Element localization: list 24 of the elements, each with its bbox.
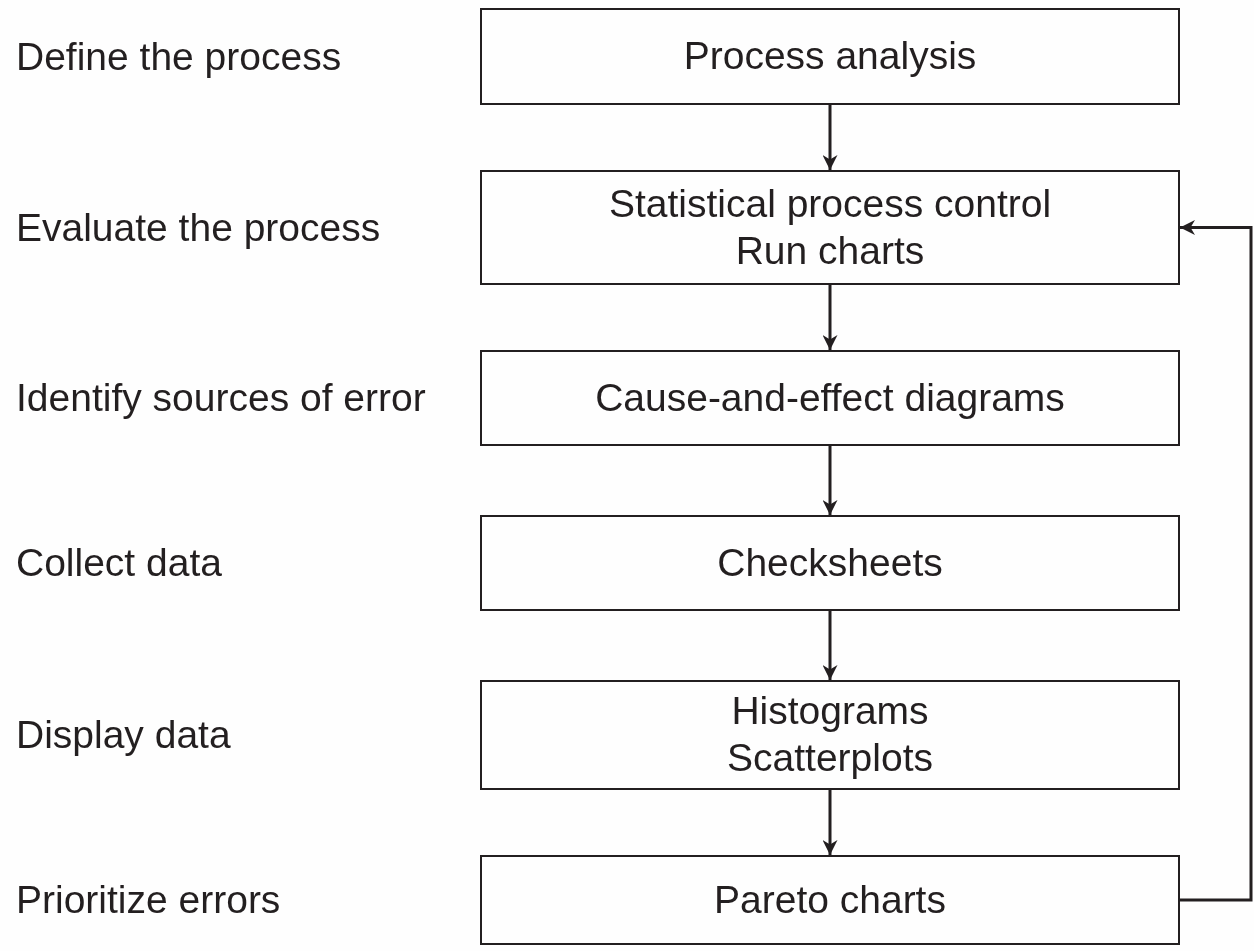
arrow bbox=[822, 611, 838, 680]
stage-label: Display data bbox=[16, 713, 231, 757]
arrow bbox=[822, 790, 838, 855]
process-box bbox=[480, 855, 1180, 945]
arrow bbox=[822, 105, 838, 170]
stage-label: Prioritize errors bbox=[16, 878, 281, 922]
arrow bbox=[822, 285, 838, 350]
process-box bbox=[480, 170, 1180, 285]
step-text: Histograms Scatterplots bbox=[726, 688, 934, 781]
process-box bbox=[480, 8, 1180, 105]
arrow bbox=[822, 446, 838, 515]
stage-label: Collect data bbox=[16, 541, 222, 585]
step-text: Checksheets bbox=[717, 539, 943, 586]
step-text: Process analysis bbox=[683, 33, 977, 80]
process-box bbox=[480, 515, 1180, 611]
stage-label: Identify sources of error bbox=[16, 376, 426, 420]
step-text: Pareto charts bbox=[714, 876, 946, 923]
step-text: Cause-and-effect diagrams bbox=[595, 374, 1065, 421]
stage-label: Evaluate the process bbox=[16, 205, 381, 250]
arrow bbox=[1180, 220, 1253, 902]
process-box bbox=[480, 350, 1180, 446]
step-text: Statistical process control Run charts bbox=[607, 180, 1053, 274]
process-box bbox=[480, 680, 1180, 790]
stage-label: Define the process bbox=[16, 34, 342, 79]
